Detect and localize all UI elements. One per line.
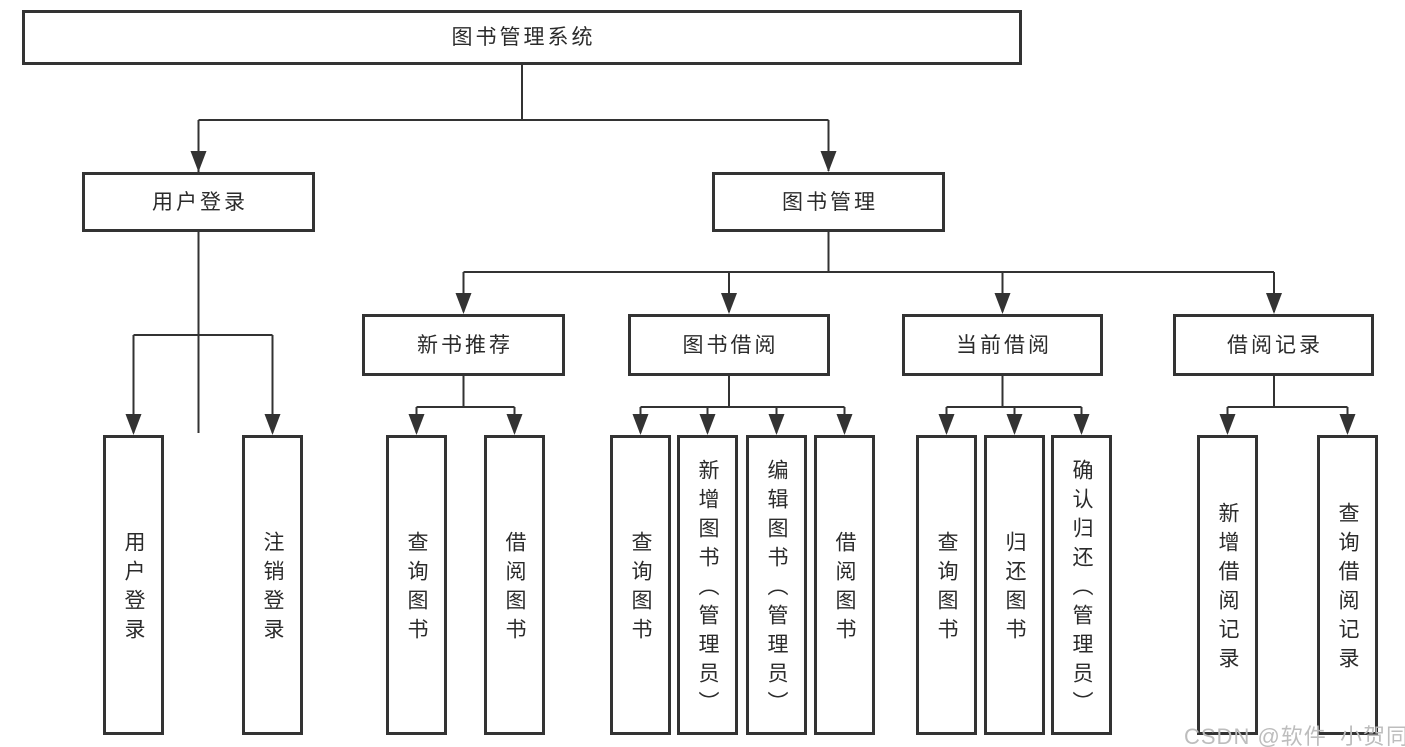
leaf-current-query-books: 查询图书	[916, 435, 977, 735]
leaf-borrowing-borrow-books: 借阅图书	[814, 435, 875, 735]
node-user-login-branch: 用户登录	[82, 172, 315, 232]
leaf-recommend-borrow-books: 借阅图书	[484, 435, 545, 735]
leaf-records-query-record: 查询借阅记录	[1317, 435, 1378, 735]
csdn-watermark: CSDN @软件_小贺同学	[1184, 724, 1405, 747]
leaf-borrowing-add-books-admin: 新增图书（管理员）	[677, 435, 738, 735]
node-borrow-records: 借阅记录	[1173, 314, 1374, 376]
edges-new-book-recommend	[415, 376, 516, 433]
edges-root	[197, 65, 830, 433]
edges-borrow-records	[1226, 376, 1349, 433]
leaf-records-add-record: 新增借阅记录	[1197, 435, 1258, 735]
edges-book-management	[462, 232, 1275, 312]
node-new-book-recommend: 新书推荐	[362, 314, 565, 376]
leaf-current-return-books: 归还图书	[984, 435, 1045, 735]
leaf-borrowing-edit-books-admin: 编辑图书（管理员）	[746, 435, 807, 735]
leaf-borrowing-query-books: 查询图书	[610, 435, 671, 735]
node-book-borrowing: 图书借阅	[628, 314, 830, 376]
node-current-borrowing: 当前借阅	[902, 314, 1103, 376]
leaf-recommend-query-books: 查询图书	[386, 435, 447, 735]
edges-user-login	[132, 232, 274, 433]
leaf-logout: 注销登录	[242, 435, 303, 735]
edges-book-borrowing	[639, 376, 846, 433]
leaf-user-login: 用户登录	[103, 435, 164, 735]
node-book-management: 图书管理	[712, 172, 945, 232]
node-library-system: 图书管理系统	[22, 10, 1022, 65]
leaf-current-confirm-return-admin: 确认归还（管理员）	[1051, 435, 1112, 735]
